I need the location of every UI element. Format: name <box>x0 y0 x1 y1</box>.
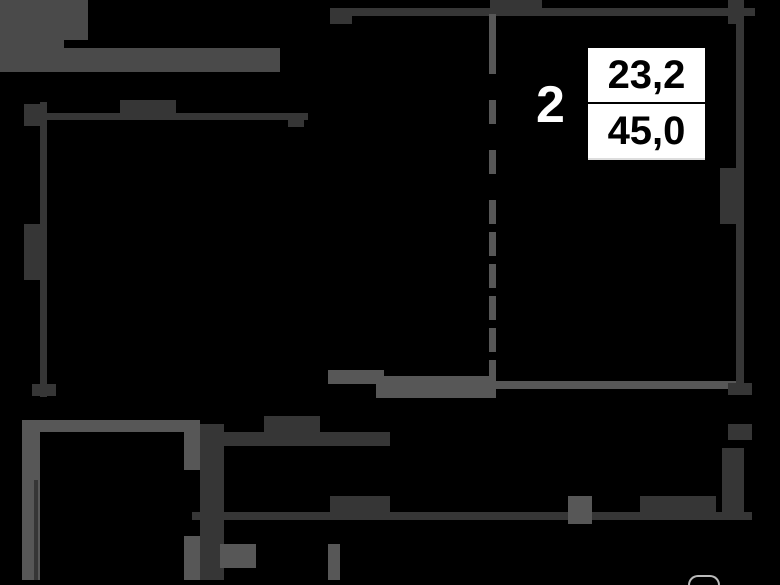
dimension-line-top <box>330 8 755 16</box>
window <box>34 480 38 580</box>
dashed-wall <box>489 232 496 256</box>
wall-lower-left <box>184 536 204 580</box>
label-divider <box>588 102 705 104</box>
wall-bottom <box>496 381 736 389</box>
dimension-label-block <box>120 100 176 114</box>
dimension-label-block <box>640 496 716 514</box>
dimension-tick <box>288 113 304 127</box>
area-label-box: 23,2 45,0 <box>588 48 705 160</box>
wall-right <box>736 14 744 389</box>
dimension-tick <box>24 104 46 126</box>
dashed-wall <box>489 360 496 390</box>
header-block <box>64 0 88 40</box>
dimension-line-horizontal <box>24 113 308 120</box>
header-bar <box>0 48 280 72</box>
dimension-tick <box>728 424 752 440</box>
dimension-label-block <box>24 224 42 280</box>
wall-corridor-top <box>200 432 390 446</box>
dimension-tick <box>330 8 352 24</box>
wall-corridor-bottom <box>192 512 752 520</box>
dashed-wall <box>489 328 496 352</box>
wall-segment <box>376 376 496 398</box>
wall-segment <box>722 448 744 512</box>
column <box>568 496 592 524</box>
dashed-wall <box>489 264 496 288</box>
dashed-wall <box>489 50 496 74</box>
dimension-tick <box>728 383 752 395</box>
wall-segment <box>328 544 340 580</box>
wall-lower-left <box>184 420 200 470</box>
wall-lower-left <box>22 420 200 432</box>
wall-segment <box>220 544 256 568</box>
dimension-label-block <box>264 416 320 432</box>
dimension-label-block <box>490 0 542 14</box>
total-area-value: 45,0 <box>607 108 686 153</box>
dimension-label-block <box>330 496 390 514</box>
dimension-tick <box>32 384 56 396</box>
living-area-value: 23,2 <box>607 52 686 97</box>
wall-segment <box>328 370 384 384</box>
room-number: 2 <box>536 76 565 134</box>
fixture-icon <box>688 575 720 585</box>
dashed-wall <box>489 150 496 174</box>
dashed-wall <box>489 100 496 124</box>
dimension-label-block <box>720 168 736 224</box>
dimension-line-vertical <box>40 102 47 397</box>
wall <box>489 14 496 50</box>
dashed-wall <box>489 200 496 224</box>
dashed-wall <box>489 296 496 320</box>
